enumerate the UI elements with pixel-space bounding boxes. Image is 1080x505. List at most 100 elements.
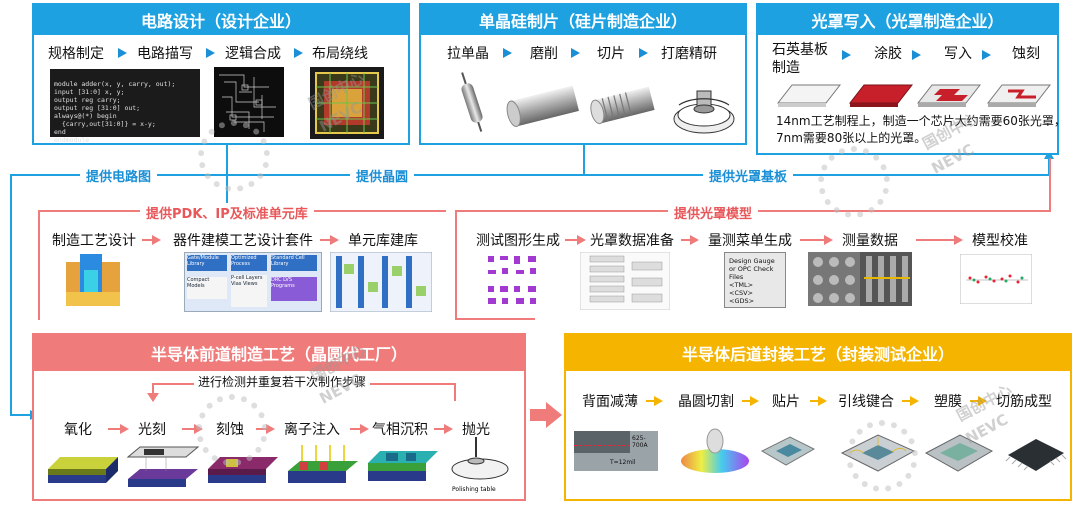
mask-model-box-left (455, 210, 457, 318)
step-coating: 涂胶 (874, 46, 902, 62)
ion-implant-image (288, 445, 358, 483)
arrow-icon (360, 424, 369, 434)
process-3d-image (66, 254, 120, 306)
arrow-icon (118, 48, 127, 58)
backgrind-label: T=12mil (610, 459, 636, 466)
step-model-calibration: 模型校准 (972, 233, 1028, 249)
arrow-line (800, 239, 826, 241)
step-metrology-recipe: 量测菜单生成 (708, 233, 792, 249)
cell-library-image (330, 252, 432, 312)
arrow-line (902, 400, 912, 402)
layout-routing-image (310, 67, 384, 139)
arrow-line (810, 400, 820, 402)
polishing-machine-icon (673, 90, 735, 134)
mask-data-flow-image (580, 252, 670, 310)
panel-frontend-title: 半导体前道制造工艺（晶圆代工厂） (34, 335, 524, 371)
arrow-icon (982, 50, 991, 60)
pdk-kit-image: Gate/Module Library Optimized Process St… (184, 252, 322, 312)
connector-line-left-bottom (10, 414, 32, 416)
watermark-logo-icon (196, 394, 268, 466)
polishing-table-image: Polishing table (451, 437, 509, 493)
pdk-tile: Gate/Module Library (187, 255, 227, 271)
polishing-table-label: Polishing table (452, 486, 496, 493)
connector-label-mask: 提供光罩基板 (703, 166, 794, 185)
step-test-pattern: 测试图形生成 (476, 233, 560, 249)
step-measurement-data: 测量数据 (842, 233, 898, 249)
silicon-ingot-icon (461, 72, 483, 132)
step-mask-data-prep: 光罩数据准备 (590, 233, 674, 249)
step-oxidation: 氧化 (64, 422, 92, 438)
metrology-file-type: <CSV> (729, 289, 754, 297)
sem-image (808, 252, 912, 306)
panel-frontend: 半导体前道制造工艺（晶圆代工厂） 进行检测并重复若干次制作步骤 氧化 光刻 刻蚀… (32, 333, 526, 501)
lithography-image (126, 446, 200, 487)
arrow-icon (654, 396, 663, 406)
step-trim-form: 切筋成型 (996, 394, 1052, 410)
arrow-icon (503, 48, 512, 58)
molding-image (924, 434, 994, 472)
verilog-code-image: module adder(x, y, carry, out); input [3… (50, 69, 200, 144)
panel-wafer-title: 单晶硅制片（硅片制造企业） (421, 5, 745, 35)
code-line: always@(*) begin (54, 112, 117, 120)
sliced-ingot-icon (590, 86, 655, 125)
panel-backend-title: 半导体后道封装工艺（封装测试企业） (566, 335, 1070, 371)
arrow-icon (266, 424, 275, 434)
mask-model-title: 提供光罩模型 (668, 203, 759, 222)
pdk-tile: Compact Models (187, 277, 227, 299)
coated-plate-icon (848, 84, 914, 107)
test-pattern-image (488, 256, 536, 304)
connector-wafer-down (583, 144, 585, 175)
calibration-plot-image (960, 254, 1032, 304)
arrow-icon (577, 235, 586, 245)
pdk-tile: Standard Cell Library (271, 255, 317, 271)
metrology-file-type: <GDS> (729, 297, 755, 305)
step-lithography: 光刻 (138, 422, 166, 438)
connector-label-wafer: 提供晶圆 (350, 166, 415, 185)
trim-form-image (1005, 439, 1067, 471)
step-vapor-deposition: 气相沉积 (372, 422, 428, 438)
arrow-icon (444, 424, 453, 434)
step-polishing: 打磨精研 (661, 46, 717, 62)
step-logic-synthesis: 逻辑合成 (225, 46, 281, 62)
connector-label-circuit: 提供电路图 (80, 166, 158, 185)
step-spec: 规格制定 (48, 46, 104, 62)
step-etching: 蚀刻 (1012, 46, 1040, 62)
big-arrow-icon (530, 402, 562, 428)
step-place-route: 布局绕线 (312, 46, 368, 62)
pdk-tile: Optimized Process (231, 255, 267, 271)
arrow-icon (750, 396, 759, 406)
step-backgrind: 背面减薄 (582, 394, 638, 410)
wafer-dicing-image (681, 428, 749, 473)
ground-ingot-icon (506, 85, 579, 127)
etched-plate-icon (986, 84, 1052, 107)
arrow-icon (294, 48, 303, 58)
pdk-tile: DRC LVS Programs (271, 277, 317, 301)
arrow-icon (818, 396, 827, 406)
arrow-line (142, 239, 154, 241)
code-line: input [31:0] x, y; (54, 88, 125, 96)
quartz-plate-icon (776, 84, 842, 107)
watermark-logo-icon (198, 120, 270, 192)
arrow-icon (639, 48, 648, 58)
code-line: end (54, 128, 66, 136)
step-writing: 写入 (944, 46, 972, 62)
pdk-box-left (38, 210, 40, 320)
arrow-icon (571, 48, 580, 58)
die-attach-image (760, 436, 816, 466)
step-die-attach: 贴片 (772, 394, 800, 410)
panel-photomask-title: 光罩写入（光罩制造企业） (758, 5, 1057, 35)
step-slicing: 切片 (597, 46, 625, 62)
step-molding: 塑膜 (934, 394, 962, 410)
step-wire-bond: 引线键合 (838, 394, 894, 410)
step-crystal-pulling: 拉单晶 (447, 46, 489, 62)
code-line: module adder(x, y, carry, out); (54, 80, 176, 88)
panel-circuit-design-title: 电路设计（设计企业） (34, 5, 408, 35)
arrow-icon (152, 235, 161, 245)
metrology-file-type: <TML> (729, 281, 754, 289)
arrow-icon (910, 396, 919, 406)
code-line: output reg carry; (54, 96, 121, 104)
panel-photomask: 光罩写入（光罩制造企业） 石英基板 制造 涂胶 写入 蚀刻 14nm工艺制程上，… (756, 3, 1066, 155)
watermark-logo-icon (818, 146, 890, 218)
panel-circuit-design: 电路设计（设计企业） 规格制定 电路描写 逻辑合成 布局绕线 module ad… (32, 3, 410, 145)
step-ion-implant: 离子注入 (284, 422, 340, 438)
